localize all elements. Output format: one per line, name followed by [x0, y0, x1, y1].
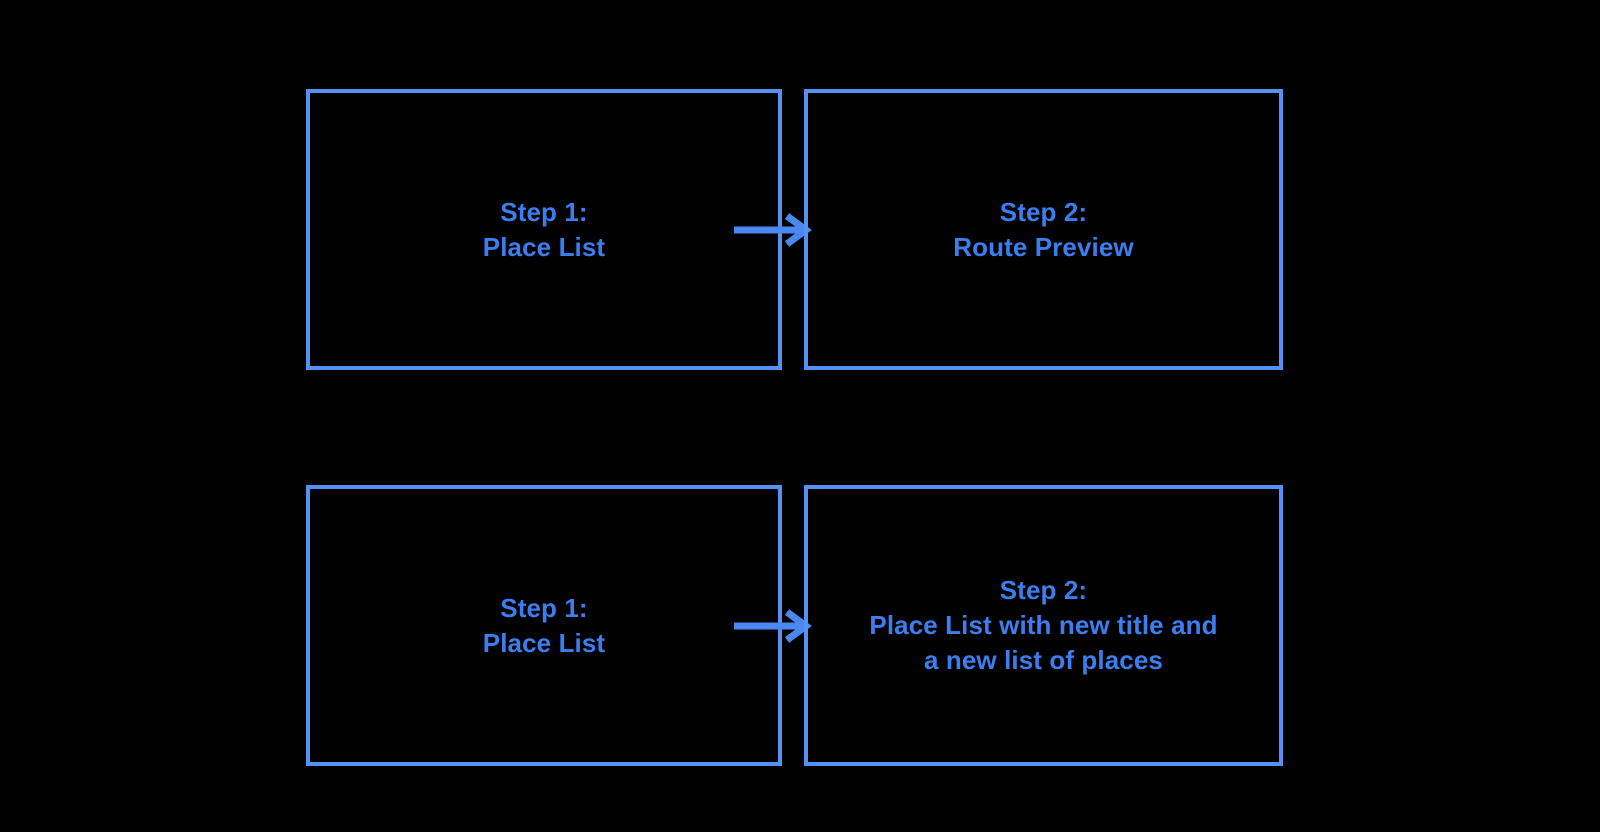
connector-arrow-row1	[734, 609, 812, 643]
connector-arrow-row0	[734, 213, 812, 247]
step-box-row1-step2[interactable]: Step 2: Place List with new title and a …	[804, 485, 1283, 766]
flow-row: Step 1: Place List Step 2: Route Preview	[0, 87, 1600, 370]
step-box-row0-step2[interactable]: Step 2: Route Preview	[804, 89, 1283, 370]
flow-row: Step 1: Place List Step 2: Place List wi…	[0, 483, 1600, 766]
step-box-label: Step 2: Place List with new title and a …	[869, 575, 1218, 675]
step-box-row0-step1[interactable]: Step 1: Place List	[306, 89, 782, 370]
step-box-label: Step 2: Route Preview	[953, 196, 1134, 262]
step-box-label: Step 1: Place List	[482, 592, 606, 658]
step-box-label: Step 1: Place List	[482, 196, 606, 262]
step-box-row1-step1[interactable]: Step 1: Place List	[306, 485, 782, 766]
